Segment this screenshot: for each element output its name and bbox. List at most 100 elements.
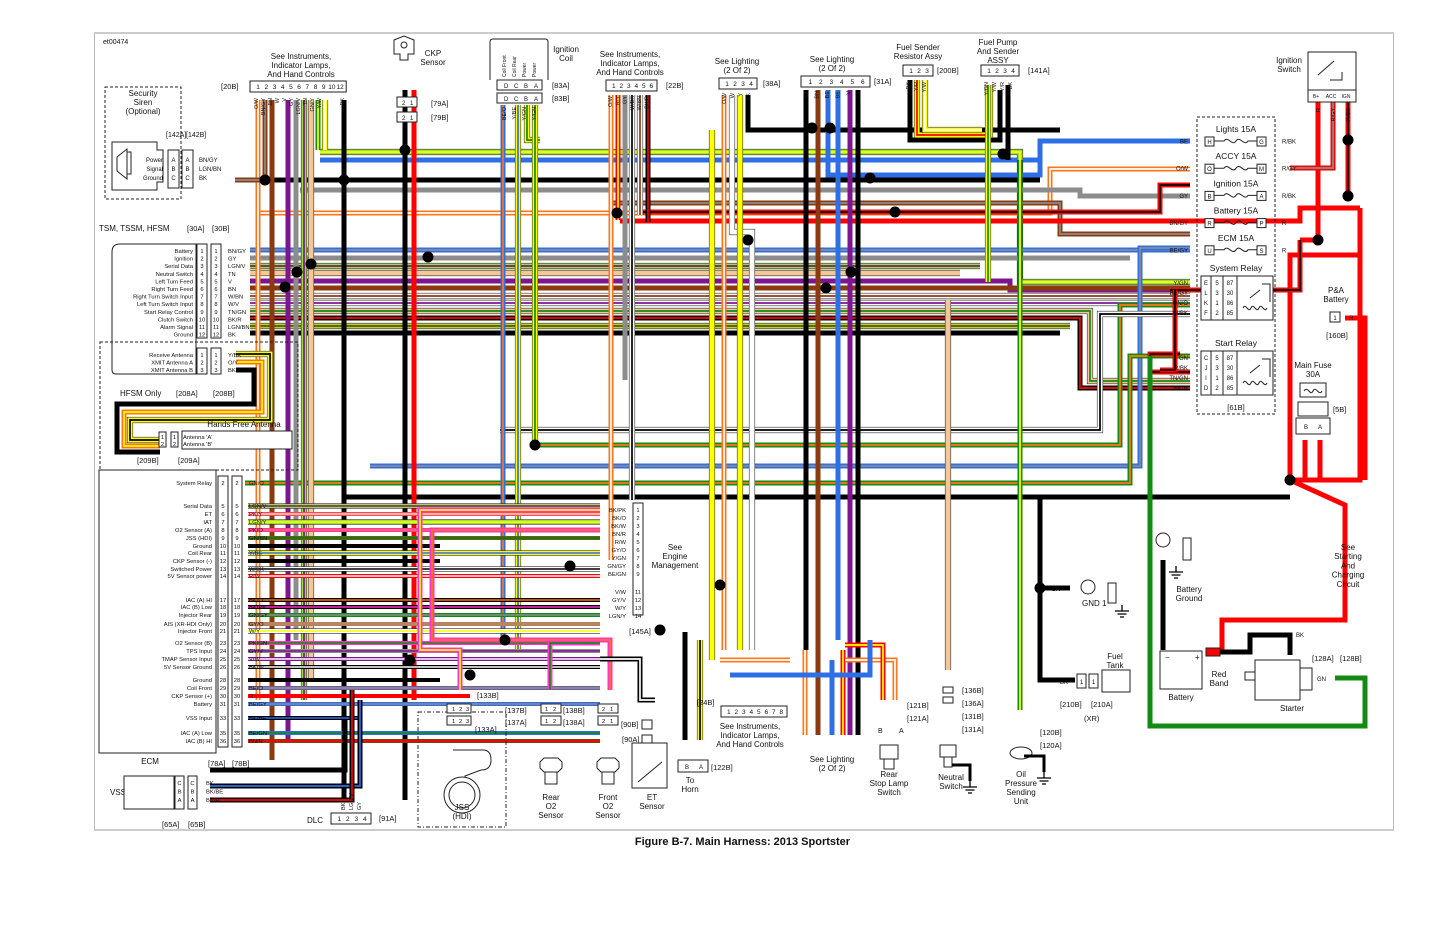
relay-pin: K: [1204, 301, 1208, 307]
pin-number: 2: [264, 84, 268, 91]
wire-code: BK: [249, 544, 257, 550]
pin-label: IAC (A) Low: [181, 731, 213, 737]
wire-code: GY: [289, 98, 295, 106]
splice-dot: [464, 669, 476, 681]
label-line: Switch: [877, 788, 901, 797]
label-line: Main Fuse: [1294, 361, 1332, 370]
wire-code: GY/V: [249, 649, 263, 655]
bolt-icon: [1182, 537, 1192, 561]
pin: 28: [234, 678, 240, 684]
connector-id: [31A]: [874, 77, 892, 86]
wire-code: R: [249, 694, 253, 700]
pin: R: [1207, 222, 1212, 228]
wire-r: [620, 205, 1360, 224]
pin: 2: [200, 257, 203, 263]
wire-code: PK/O: [249, 528, 263, 534]
pin: 11: [635, 590, 641, 596]
ground-wire: [952, 763, 972, 781]
pin: 2: [459, 707, 462, 713]
pin: 8: [200, 302, 203, 308]
wire-stripe: [924, 80, 982, 131]
starter-icon: [1244, 659, 1313, 701]
wire-code: GN/BN: [249, 536, 267, 542]
pin: O: [1207, 167, 1212, 173]
pin-label: Coil Rear: [188, 551, 212, 557]
wire-base: [922, 80, 982, 133]
pin-label: CKP Sensor (+): [171, 694, 212, 700]
splice-dot: [422, 251, 434, 263]
wire-code: BE/GN: [608, 572, 626, 578]
wire-code: BE: [836, 91, 842, 99]
pin-number: 1: [337, 816, 341, 823]
wire-code: R: [1316, 108, 1322, 112]
label-line: ASSY: [987, 56, 1009, 65]
figure-caption: Figure B-7. Main Harness: 2013 Sportster: [634, 836, 851, 848]
negative-terminal: −: [1165, 653, 1170, 662]
connector-housing: [605, 79, 658, 92]
pin: P: [1259, 222, 1263, 228]
wire-code: R/W: [615, 540, 627, 546]
pin: 7: [200, 295, 203, 301]
pin-number: 5: [757, 709, 761, 716]
pin-label: Ignition: [174, 257, 193, 263]
relay-term: 85: [1227, 311, 1234, 317]
connector-id: [137B]: [505, 706, 527, 715]
wire-code: BN/GY: [1169, 221, 1188, 227]
ring-terminal-icon: [1155, 532, 1171, 548]
splice-dot: [714, 579, 726, 591]
ground-lines: [963, 781, 977, 794]
pin: 31: [234, 702, 240, 708]
pin-label: Alarm Signal: [160, 325, 193, 331]
connector-209b: [158, 431, 167, 448]
pin-letter: C: [171, 176, 176, 182]
wire-gy: [300, 187, 1190, 199]
instruments-title: See Instruments,Indicator Lamps,And Hand…: [267, 52, 335, 79]
pin-number: 10: [328, 84, 336, 91]
pin-number: 1: [987, 68, 991, 75]
connector-id: [90B]: [621, 720, 639, 729]
label-line: Battery: [1176, 585, 1201, 594]
wire-code: BE: [825, 91, 831, 99]
pin: 2: [459, 719, 462, 725]
pin: 5: [221, 504, 224, 510]
wire-base: [745, 95, 1060, 133]
wire-code: W/BK: [630, 96, 636, 110]
label-line: See Instruments,: [720, 722, 780, 731]
wire-code: LGN/V: [296, 98, 302, 115]
pin: 6: [235, 512, 238, 518]
connector-id: [133A]: [475, 725, 497, 734]
splice-dot: [889, 206, 901, 218]
pin: 12: [220, 559, 226, 565]
diagram-frame: [94, 32, 1394, 831]
wire-bk: [1220, 632, 1293, 655]
connector-id: [209B]: [137, 456, 159, 465]
label-line: (2 Of 2): [818, 764, 845, 773]
splice-dot: [820, 282, 832, 294]
pin-number: 1: [725, 81, 729, 88]
pin-label: O2 Sensor (A): [175, 528, 212, 534]
wire-code: BN/GY: [199, 158, 218, 164]
pin-number: 5: [289, 84, 293, 91]
connector-78b: [231, 475, 243, 748]
pin: 33: [220, 716, 226, 722]
pin: B: [878, 728, 883, 735]
splice-dot: [564, 560, 576, 572]
wire-code: BE/O: [502, 106, 508, 120]
pin: 1: [214, 249, 217, 255]
connector-id: [208A]: [176, 389, 198, 398]
label-line: ET: [647, 793, 657, 802]
pin: D: [504, 84, 509, 90]
wire-code: BK/O: [612, 516, 626, 522]
label-line: Ignition: [1276, 56, 1302, 65]
label-line: CKP: [425, 49, 441, 58]
pin-number: 4: [634, 83, 638, 90]
